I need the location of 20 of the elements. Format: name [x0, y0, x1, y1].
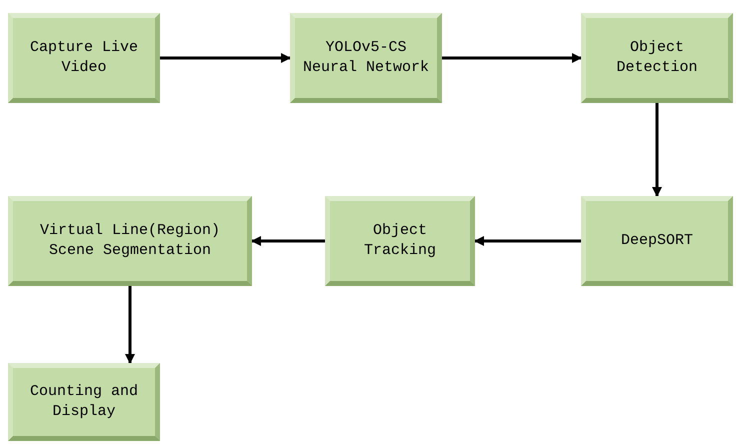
- arrow: [125, 286, 135, 364]
- arrow: [160, 53, 291, 63]
- process-box: [8, 196, 252, 286]
- process-box: [581, 13, 733, 103]
- box-label: YOLOv5-CS Neural Network: [302, 38, 430, 78]
- arrow: [251, 236, 325, 246]
- box-label: Counting and Display: [28, 382, 140, 422]
- box-label: Virtual Line(Region) Scene Segmentation: [38, 220, 222, 261]
- box-label: Object Detection: [615, 38, 698, 78]
- arrow: [652, 103, 662, 197]
- box-label: Capture Live Video: [28, 38, 140, 78]
- process-box: [8, 363, 160, 441]
- process-box: [581, 196, 733, 286]
- process-box: [325, 196, 475, 286]
- box-label: DeepSORT: [620, 230, 693, 251]
- process-box: [8, 13, 160, 103]
- process-box: [290, 13, 442, 103]
- box-label: Object Tracking: [362, 220, 437, 261]
- arrow: [442, 53, 582, 63]
- arrow: [474, 236, 581, 246]
